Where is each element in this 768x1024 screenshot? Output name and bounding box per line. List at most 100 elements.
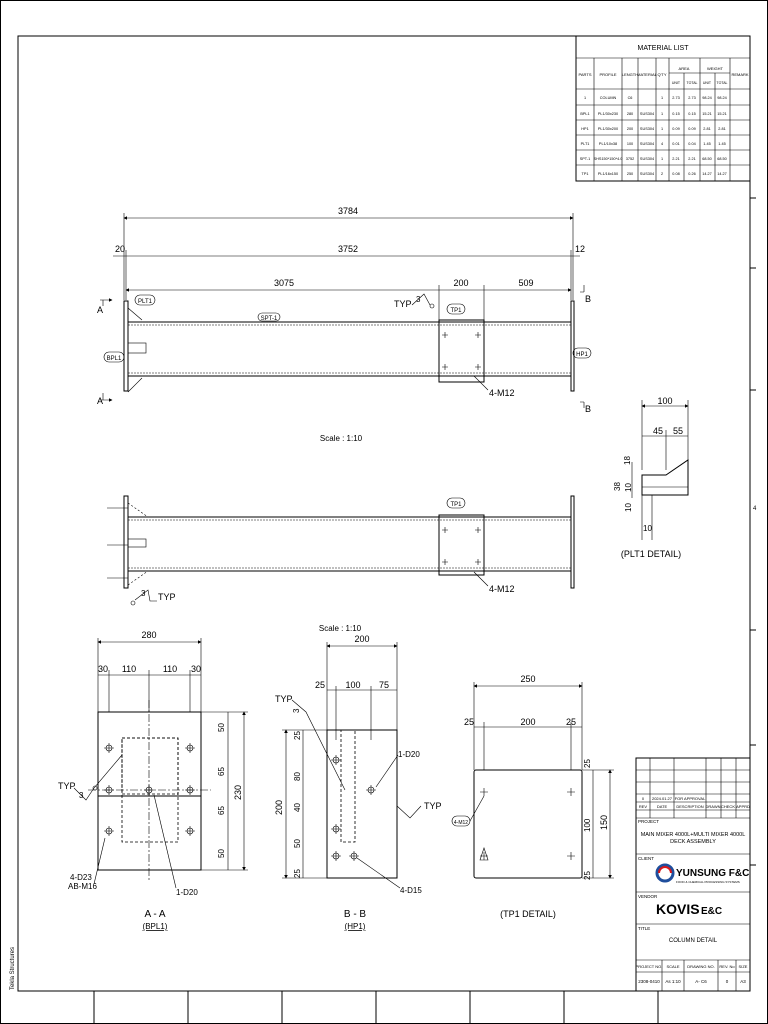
material-list-header: REMARK bbox=[731, 72, 748, 77]
bb-label-d20: 1-D20 bbox=[398, 750, 420, 759]
vendor-suffix: E&C bbox=[701, 906, 722, 917]
material-list-cell: SUS304 bbox=[640, 157, 654, 161]
material-list-cell: 0.15 bbox=[688, 112, 695, 116]
revision-header: DESCRIPTION bbox=[676, 804, 703, 809]
vendor-label: VENDOR bbox=[638, 894, 658, 899]
material-list-cell: 1 bbox=[661, 96, 663, 100]
bolt-label: 4-M12 bbox=[489, 388, 515, 398]
bb-title: B - B bbox=[344, 909, 367, 920]
aa-dim-65b: 65 bbox=[217, 806, 226, 815]
aa-centre-hole: 1-D20 bbox=[176, 888, 198, 897]
section-b-top-label: B bbox=[585, 294, 591, 304]
tp1-bolt-label: 4-M12 bbox=[454, 820, 468, 826]
bb-side-80: 80 bbox=[293, 772, 302, 781]
bb-typ-top: TYP bbox=[275, 694, 293, 704]
material-list-cell: 68.50 bbox=[717, 157, 727, 161]
project-line-1: MAIN MIXER 4000L+MULTI MIXER 4000L bbox=[641, 832, 746, 838]
revision-header: CHECK bbox=[721, 804, 735, 809]
material-list-cell: 0.08 bbox=[672, 172, 679, 176]
title-label: TITLE bbox=[638, 926, 650, 931]
plt1-detail-view: 100 45 55 18 38 10 10 10 (PLT1 DETAIL) bbox=[613, 396, 689, 559]
section-a-top-label: A bbox=[97, 305, 103, 315]
section-aa-view: 280 30 110 110 30 50 65 65 50 bbox=[58, 630, 248, 931]
material-list-header: MATERIAL bbox=[637, 72, 657, 77]
side-tag-tp1: TP1 bbox=[450, 502, 462, 508]
revision-header: DRAWN bbox=[706, 804, 721, 809]
material-list-cell: 100 bbox=[627, 142, 633, 146]
material-list-cell: 3752 bbox=[626, 157, 634, 161]
material-list-title: MATERIAL LIST bbox=[638, 45, 690, 52]
material-list-subheader: UNIT bbox=[703, 81, 712, 85]
footer-header: SIZE bbox=[739, 964, 748, 969]
plt1-dim-100: 100 bbox=[657, 396, 672, 406]
material-list-cell: COLUMN bbox=[600, 96, 617, 100]
material-list-cell: SHS150*150*4.0 bbox=[594, 157, 623, 161]
material-list-header: AREA bbox=[679, 66, 690, 71]
aa-hole-label-2: AB-M16 bbox=[68, 882, 97, 891]
side-typ-label: TYP bbox=[158, 592, 176, 602]
revision-header: DATE bbox=[657, 804, 668, 809]
material-list-cell: 1.45 bbox=[703, 142, 710, 146]
plt1-caption: (PLT1 DETAIL) bbox=[621, 549, 681, 559]
drawing-title: COLUMN DETAIL bbox=[669, 938, 718, 944]
aa-dim-50a: 50 bbox=[217, 723, 226, 732]
material-list-cell: 2.81 bbox=[703, 127, 710, 131]
client-logo: YUNSUNG F&C FOOD & CHEMICAL PROCESSING S… bbox=[655, 863, 749, 884]
material-list-cell: 98.24 bbox=[717, 96, 727, 100]
material-list-header: PARTS bbox=[579, 72, 592, 77]
tag-plt1: PLT1 bbox=[138, 299, 153, 305]
material-list-cell: PLT1 bbox=[581, 142, 590, 146]
aa-dim-230: 230 bbox=[233, 785, 243, 800]
side-elevation-view: TP1 4-M12 3 TYP bbox=[107, 495, 575, 606]
aa-title: A - A bbox=[144, 909, 165, 920]
side-weld-size: 3 bbox=[141, 589, 146, 598]
dim-inner: 3752 bbox=[338, 244, 358, 254]
aa-dim-110a: 110 bbox=[122, 664, 136, 674]
tp1-caption: (TP1 DETAIL) bbox=[500, 909, 556, 919]
material-list-cell: 1 bbox=[661, 127, 663, 131]
material-list-cell: SUS304 bbox=[640, 127, 654, 131]
material-list-subheader: UNIT bbox=[672, 81, 681, 85]
client-sub: FOOD & CHEMICAL PROCESSING SYSTEMS bbox=[676, 880, 740, 884]
bb-dim-200v: 200 bbox=[274, 800, 284, 815]
bb-side-50: 50 bbox=[293, 839, 302, 848]
material-list-subheader: TOTAL bbox=[717, 81, 728, 85]
material-list-cell: 200 bbox=[627, 127, 633, 131]
tp1-dim-200: 200 bbox=[520, 717, 535, 727]
material-list-cell: 2.21 bbox=[672, 157, 679, 161]
bb-dim-200: 200 bbox=[354, 634, 369, 644]
bb-typ-right: TYP bbox=[424, 801, 442, 811]
bb-scale: Scale : 1:10 bbox=[319, 624, 362, 633]
footer-value: As 1:10 bbox=[665, 979, 681, 984]
dim-seg-3: 509 bbox=[518, 278, 533, 288]
plt1-dim-55: 55 bbox=[673, 426, 683, 436]
material-list-cell: 1 bbox=[661, 112, 663, 116]
project-label: PROJECT bbox=[638, 819, 659, 824]
bb-side-40: 40 bbox=[293, 803, 302, 812]
plt1-dim-10b: 10 bbox=[624, 503, 633, 512]
bb-label-d15: 4-D15 bbox=[400, 886, 422, 895]
footer-value: A- C6 bbox=[695, 979, 707, 984]
material-list-cell: TP1 bbox=[582, 172, 589, 176]
dim-left: 20 bbox=[115, 244, 125, 254]
material-list-cell: HP1 bbox=[581, 127, 588, 131]
material-list-cell: 2.73 bbox=[672, 96, 679, 100]
client-label: CLIENT bbox=[638, 856, 654, 861]
plt1-dim-45: 45 bbox=[653, 426, 663, 436]
section-bb-view: Scale : 1:10 200 25 100 75 TYP 3 200 25 … bbox=[274, 624, 442, 931]
material-list-cell: PL1/30x230 bbox=[598, 112, 618, 116]
material-list-header: Q'TY bbox=[658, 72, 667, 77]
aa-dim-30a: 30 bbox=[98, 664, 108, 674]
zone-marker: 4 bbox=[753, 506, 757, 512]
aa-typ-label: TYP bbox=[58, 781, 76, 791]
material-list-cell: 1 bbox=[661, 157, 663, 161]
revision-cell: FOR APPROVAL bbox=[675, 796, 706, 801]
material-list-cell: 4 bbox=[661, 142, 663, 146]
aa-dim-65a: 65 bbox=[217, 767, 226, 776]
material-list-cell: SUS304 bbox=[640, 172, 654, 176]
